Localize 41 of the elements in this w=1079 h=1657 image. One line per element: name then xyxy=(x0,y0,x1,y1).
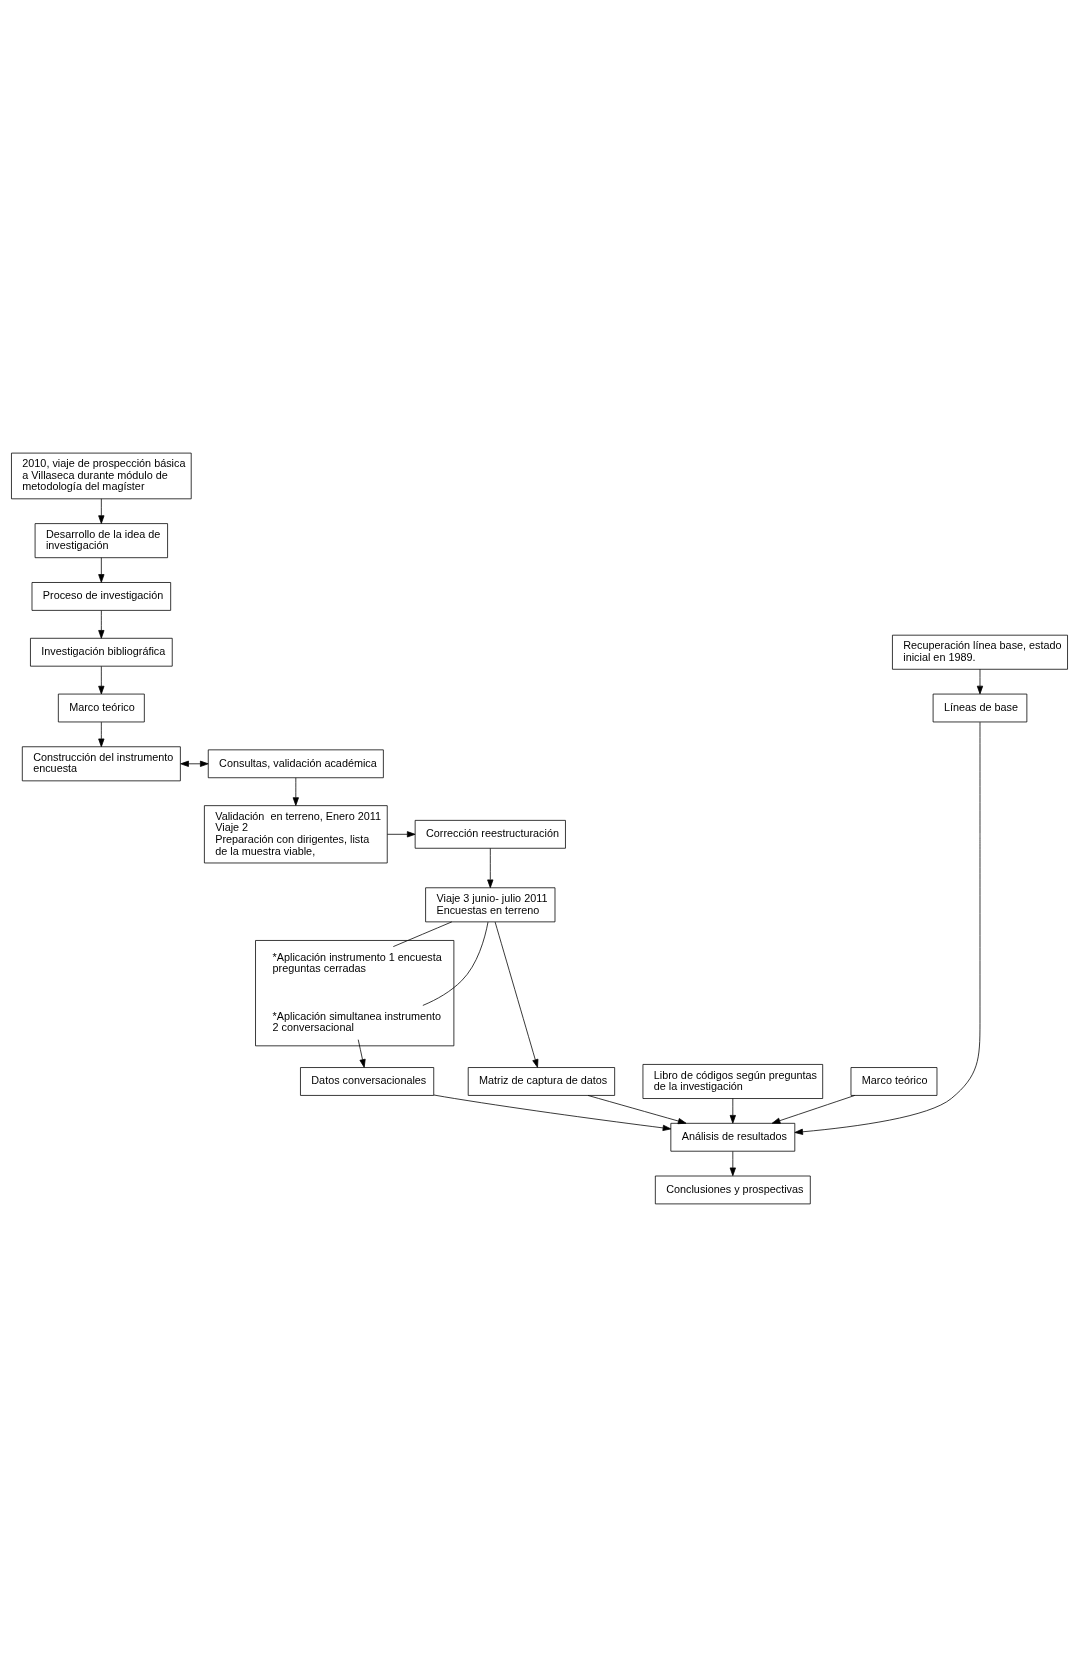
arrow xyxy=(98,557,105,583)
node-box: Validación en terreno, Enero 2011 Viaje 2 Preparación con dirigentes, lista de la muestra viable, xyxy=(204,805,388,864)
node-box: Conclusiones y prospectivas xyxy=(654,1175,811,1205)
arrow xyxy=(729,1098,736,1124)
arrow xyxy=(98,498,105,524)
node-text: *Aplicación simultanea instrumento 2 conversacional xyxy=(272,1009,442,1034)
connector xyxy=(392,921,453,947)
arrow xyxy=(487,848,494,888)
node-box: Consultas, validación académica xyxy=(207,749,384,779)
connector xyxy=(422,921,489,1006)
node-box: Investigación bibliográfica xyxy=(30,637,173,667)
arrow xyxy=(976,668,984,695)
arrow xyxy=(729,1151,736,1177)
arrow xyxy=(794,721,981,1135)
arrow xyxy=(98,666,105,695)
node-box: Recuperación línea base, estado inicial en 1989. xyxy=(892,634,1068,670)
arrow xyxy=(494,921,539,1068)
node-box: Corrección reestructuración xyxy=(414,819,566,849)
node-box: Libro de códigos según preguntas de la investigación xyxy=(642,1064,824,1099)
arrow xyxy=(433,1094,672,1131)
node-box: Desarrollo de la idea de investigación xyxy=(34,523,168,559)
node-box: Construcción del instrumento encuesta xyxy=(21,746,181,782)
node-box: Líneas de base xyxy=(932,693,1028,723)
arrow xyxy=(386,831,416,838)
arrow xyxy=(587,1095,687,1125)
arrow xyxy=(98,610,105,639)
node-box: Datos conversacionales xyxy=(300,1067,435,1096)
node-box: Marco teórico xyxy=(850,1067,938,1096)
node-box: Matriz de captura de datos xyxy=(467,1067,616,1096)
arrow xyxy=(357,1039,366,1068)
arrow xyxy=(98,721,105,748)
node-text: *Aplicación instrumento 1 encuesta preguntas cerradas xyxy=(272,950,442,975)
node-box: 2010, viaje de prospección básica a Villaseca durante módulo de metodología del magíster xyxy=(11,452,192,500)
arrow xyxy=(180,760,209,767)
cluster xyxy=(255,940,455,1047)
arrow xyxy=(292,777,299,806)
node-box: Proceso de investigación xyxy=(31,582,172,611)
node-box: Viaje 3 junio- julio 2011 Encuestas en terreno xyxy=(425,887,556,923)
node-box: Marco teórico xyxy=(57,693,145,723)
node-box: Análisis de resultados xyxy=(670,1122,796,1152)
arrow xyxy=(771,1095,856,1124)
